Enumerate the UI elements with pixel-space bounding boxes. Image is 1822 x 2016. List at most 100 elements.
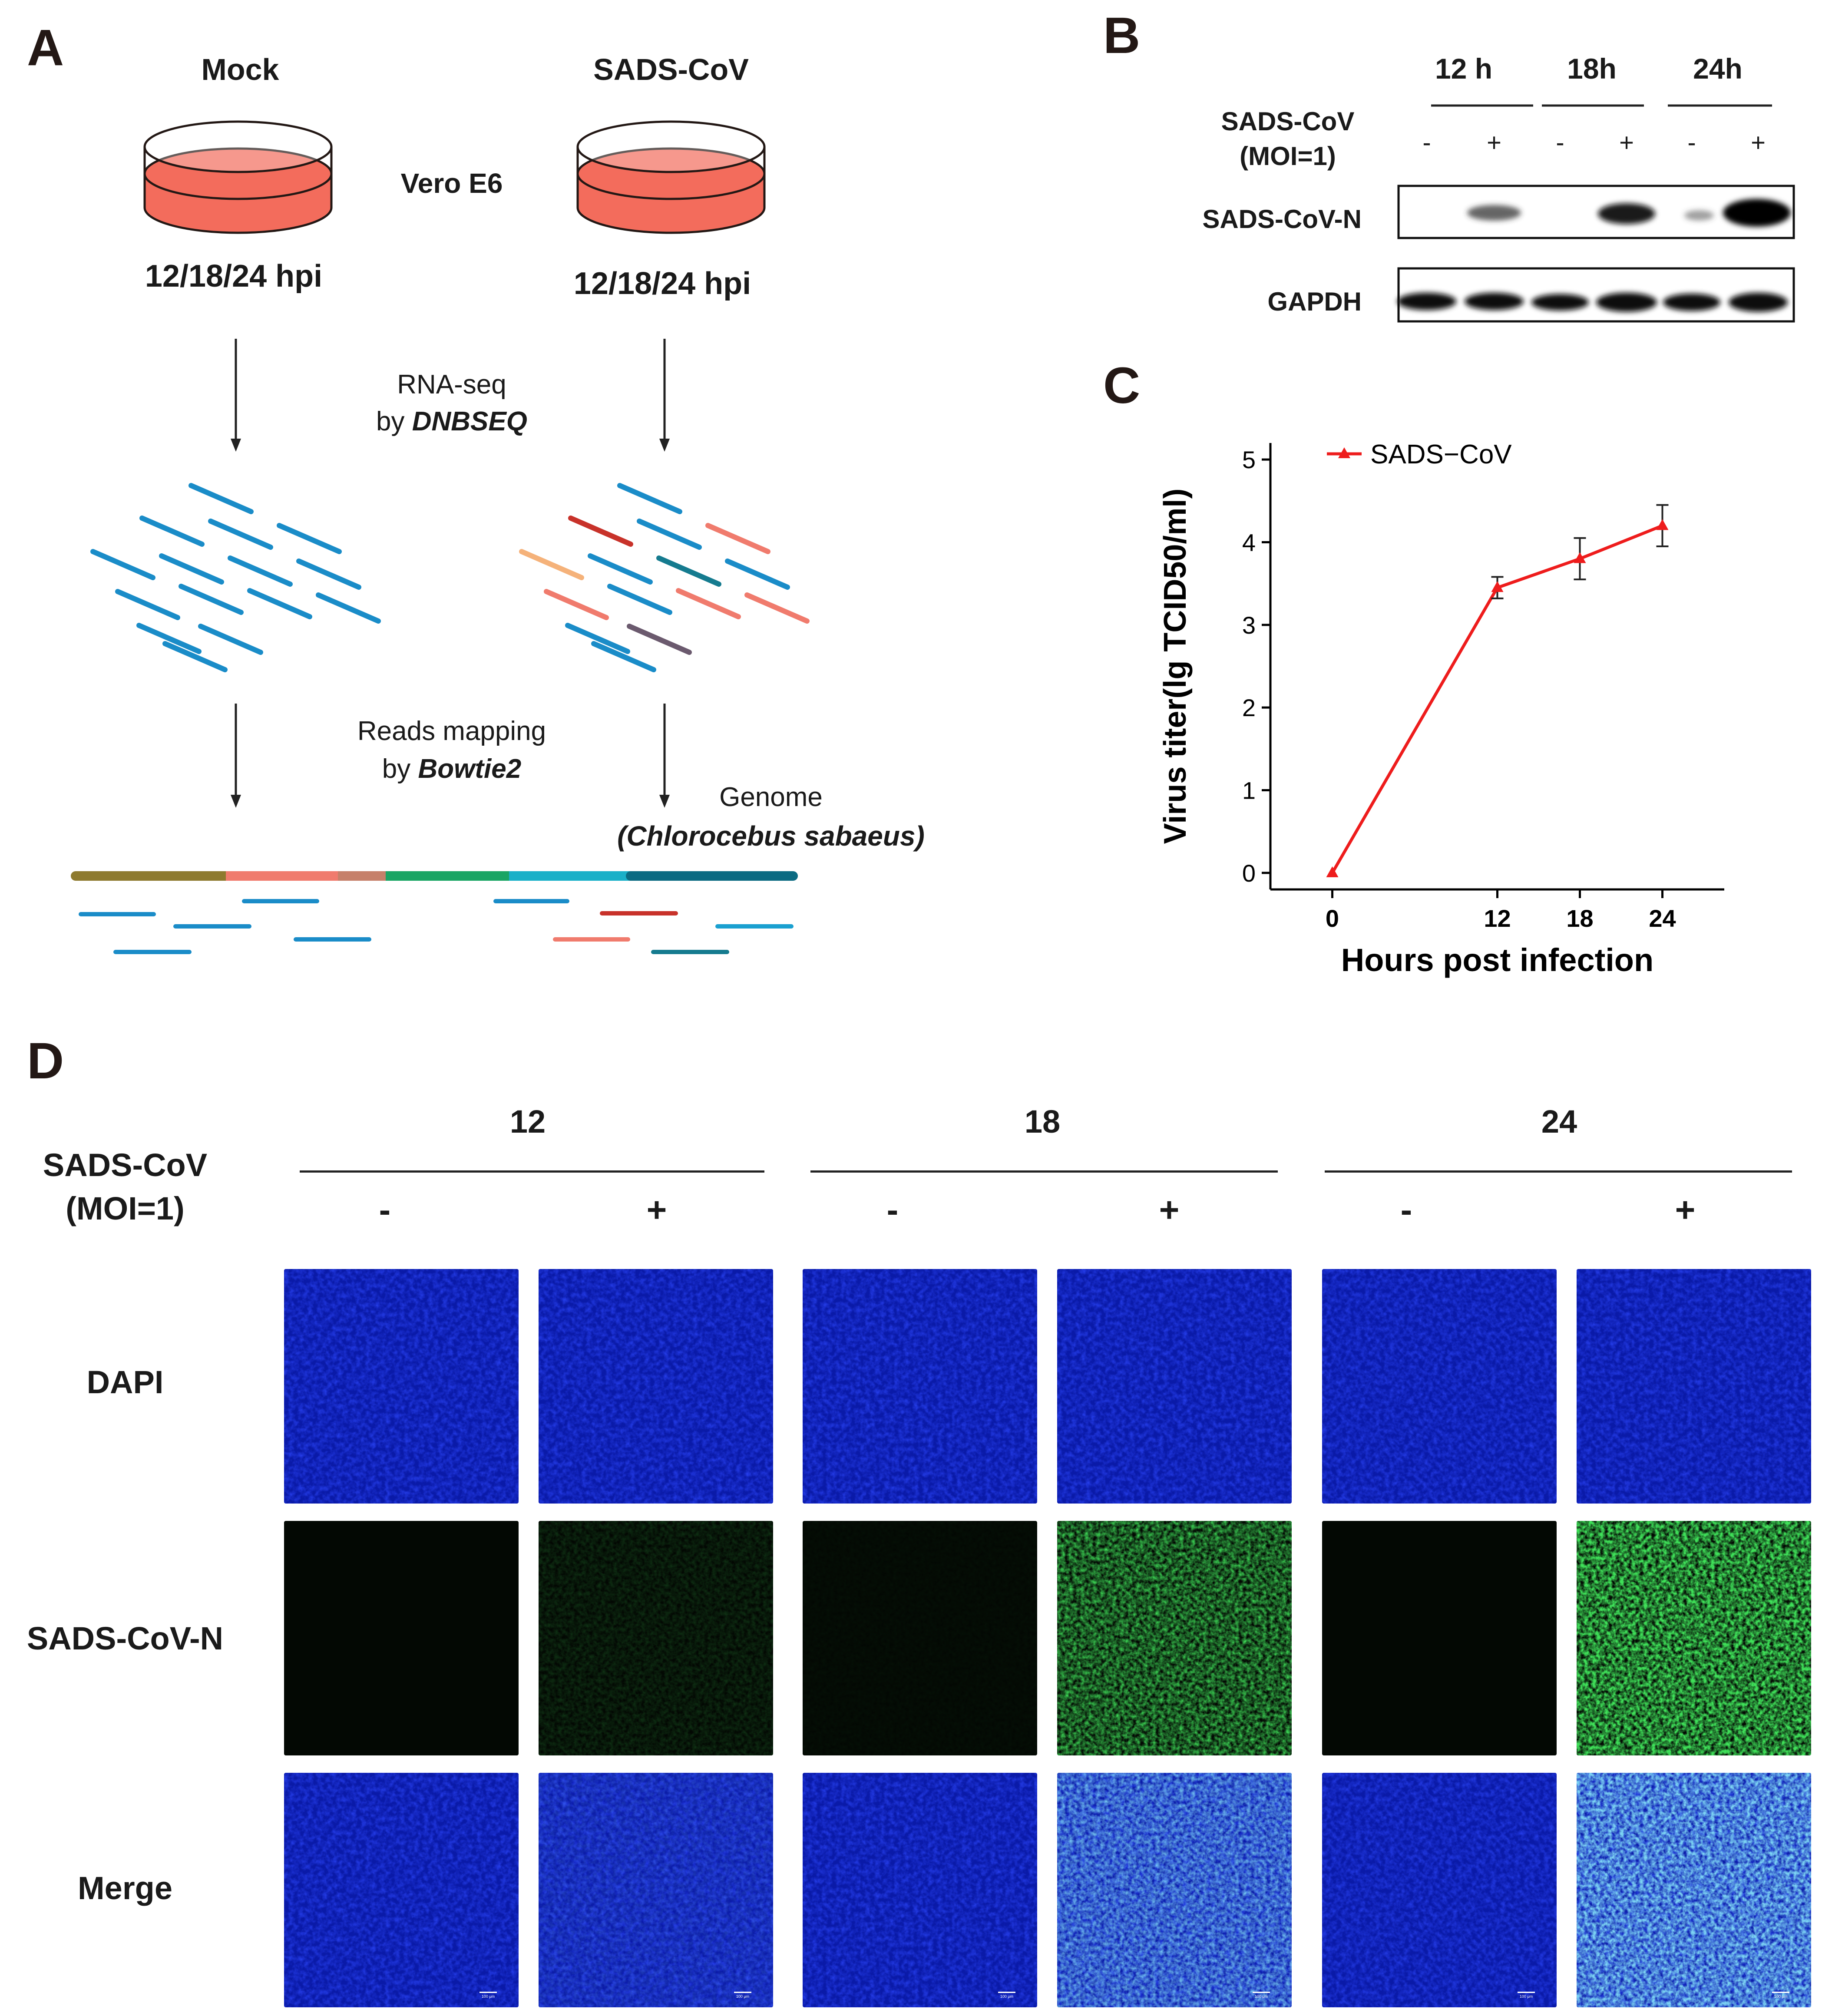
- genome-label: Genome: [719, 782, 823, 812]
- if-channel-n-protein: SADS-CoV-N: [26, 1620, 224, 1656]
- genome-species: (Chlorocebus sabaeus): [617, 820, 925, 852]
- scale-bar: [998, 1992, 1015, 1993]
- panel-a-letter: A: [27, 19, 64, 76]
- if-timepoint-underline: [300, 1170, 764, 1173]
- blot-timepoint-24h: 24h: [1693, 53, 1743, 85]
- scale-bar-label: 100 μm: [482, 1994, 495, 1999]
- if-row-label-moi: (MOI=1): [66, 1190, 185, 1226]
- if-timepoint-underline: [810, 1170, 1278, 1173]
- blot-sign: -: [1422, 129, 1431, 157]
- legend-marker: [1338, 447, 1350, 458]
- western-blot: [1397, 104, 1795, 323]
- blot-label-gapdh: GAPDH: [1267, 287, 1362, 316]
- panel-d-letter: D: [27, 1032, 64, 1090]
- if-tile-merge: 100 μm: [1577, 1773, 1811, 2007]
- x-tick-label: 0: [1326, 905, 1339, 932]
- scale-bar-label: 100 μm: [1774, 1994, 1787, 1999]
- sads-reads: [519, 483, 810, 672]
- series-line: [1331, 524, 1663, 874]
- data-point: [1326, 866, 1339, 877]
- if-sign: -: [886, 1190, 899, 1229]
- if-tile-merge: 100 μm: [284, 1773, 519, 2007]
- scale-bar-label: 100 μm: [1000, 1994, 1013, 1999]
- flow-arrows: [231, 339, 670, 808]
- if-timepoint-24: 24: [1541, 1104, 1577, 1140]
- x-tick-label: 12: [1484, 905, 1511, 932]
- data-point: [1491, 581, 1504, 592]
- panel-b-letter: B: [1103, 7, 1141, 64]
- blot-row-label-moi: (MOI=1): [1240, 142, 1336, 171]
- if-tile-n-protein: [1057, 1521, 1292, 1755]
- if-tile-merge: 100 μm: [1057, 1773, 1292, 2007]
- if-sign: +: [1675, 1190, 1696, 1229]
- rnaseq-label: RNA-seq: [397, 370, 506, 400]
- if-tile-n-protein: [1322, 1521, 1557, 1755]
- y-tick-label: 4: [1242, 529, 1256, 556]
- scale-bar: [479, 1992, 497, 1993]
- data-point: [1656, 519, 1669, 530]
- gapdh-blot: [1397, 267, 1795, 323]
- if-timepoint-12: 12: [509, 1104, 546, 1140]
- if-tile-dapi: [1577, 1269, 1811, 1504]
- blot-sign: -: [1687, 129, 1696, 157]
- if-sign: +: [1159, 1190, 1180, 1229]
- scale-bar-label: 100 μm: [1520, 1994, 1533, 1999]
- mock-title: Mock: [201, 53, 279, 86]
- mock-petri-dish: [143, 120, 333, 234]
- y-axis-label: Virus titer(lg TCID50/ml): [1158, 489, 1193, 844]
- x-tick-label: 18: [1566, 905, 1593, 932]
- scale-bar-label: 100 μm: [736, 1994, 749, 1999]
- scale-bar: [734, 1992, 751, 1993]
- y-tick-label: 3: [1242, 611, 1256, 639]
- if-tile-dapi: [284, 1269, 519, 1504]
- sads-title: SADS-CoV: [593, 53, 749, 86]
- if-tile-dapi: [803, 1269, 1037, 1504]
- sads-timepoints: 12/18/24 hpi: [573, 266, 751, 301]
- scale-bar: [1253, 1992, 1270, 1993]
- if-sign: -: [1400, 1190, 1412, 1229]
- if-tile-n-protein: [539, 1521, 773, 1755]
- chart-axes: [1262, 443, 1724, 898]
- scale-bar: [1518, 1992, 1535, 1993]
- if-tile-merge: 100 μm: [539, 1773, 773, 2007]
- x-axis-label: Hours post infection: [1341, 942, 1653, 978]
- if-row-label-virus: SADS-CoV: [43, 1147, 208, 1183]
- rnaseq-tool-line: by DNBSEQ: [376, 407, 527, 436]
- y-tick-label: 1: [1242, 777, 1256, 804]
- mapping-tool-line: by Bowtie2: [382, 754, 522, 784]
- if-timepoint-18: 18: [1024, 1104, 1061, 1140]
- if-sign: +: [646, 1190, 667, 1229]
- mapped-reads: [79, 899, 794, 954]
- if-tile-n-protein: [284, 1521, 519, 1755]
- scale-bar: [1772, 1992, 1789, 1993]
- if-sign: -: [379, 1190, 391, 1229]
- if-tile-dapi: [1322, 1269, 1557, 1504]
- mapping-label: Reads mapping: [357, 716, 546, 746]
- x-tick-label: 24: [1649, 905, 1676, 932]
- x-tick-labels: 0 12 18 24: [1326, 905, 1676, 932]
- cell-line-label: Vero E6: [400, 168, 503, 199]
- if-tile-merge: 100 μm: [803, 1773, 1037, 2007]
- blot-sign: +: [1751, 129, 1766, 157]
- y-tick-labels: 0 1 2 3 4 5: [1242, 446, 1256, 887]
- blot-row-label-virus: SADS-CoV: [1221, 107, 1355, 136]
- mock-timepoints: 12/18/24 hpi: [145, 259, 323, 294]
- blot-sign: +: [1487, 129, 1501, 157]
- mock-reads: [90, 483, 381, 672]
- if-tile-merge: 100 μm: [1322, 1773, 1557, 2007]
- chart-legend: SADS−CoV: [1327, 440, 1512, 469]
- series-sads-cov: [1326, 504, 1669, 877]
- virus-titer-chart: 0 1 2 3 4 5 0 12 18 24 Hours post infect…: [1158, 440, 1724, 978]
- if-tile-n-protein: [1577, 1521, 1811, 1755]
- if-timepoint-underline: [1325, 1170, 1792, 1173]
- blot-sign: +: [1619, 129, 1634, 157]
- y-tick-label: 2: [1242, 694, 1256, 721]
- if-channel-merge: Merge: [78, 1870, 172, 1906]
- legend-label: SADS−CoV: [1370, 440, 1512, 469]
- if-tile-dapi: [539, 1269, 773, 1504]
- y-tick-label: 5: [1242, 446, 1256, 473]
- if-channel-dapi: DAPI: [86, 1364, 164, 1400]
- if-tile-n-protein: [803, 1521, 1037, 1755]
- workflow-diagram: [71, 120, 810, 954]
- sads-petri-dish: [576, 120, 766, 234]
